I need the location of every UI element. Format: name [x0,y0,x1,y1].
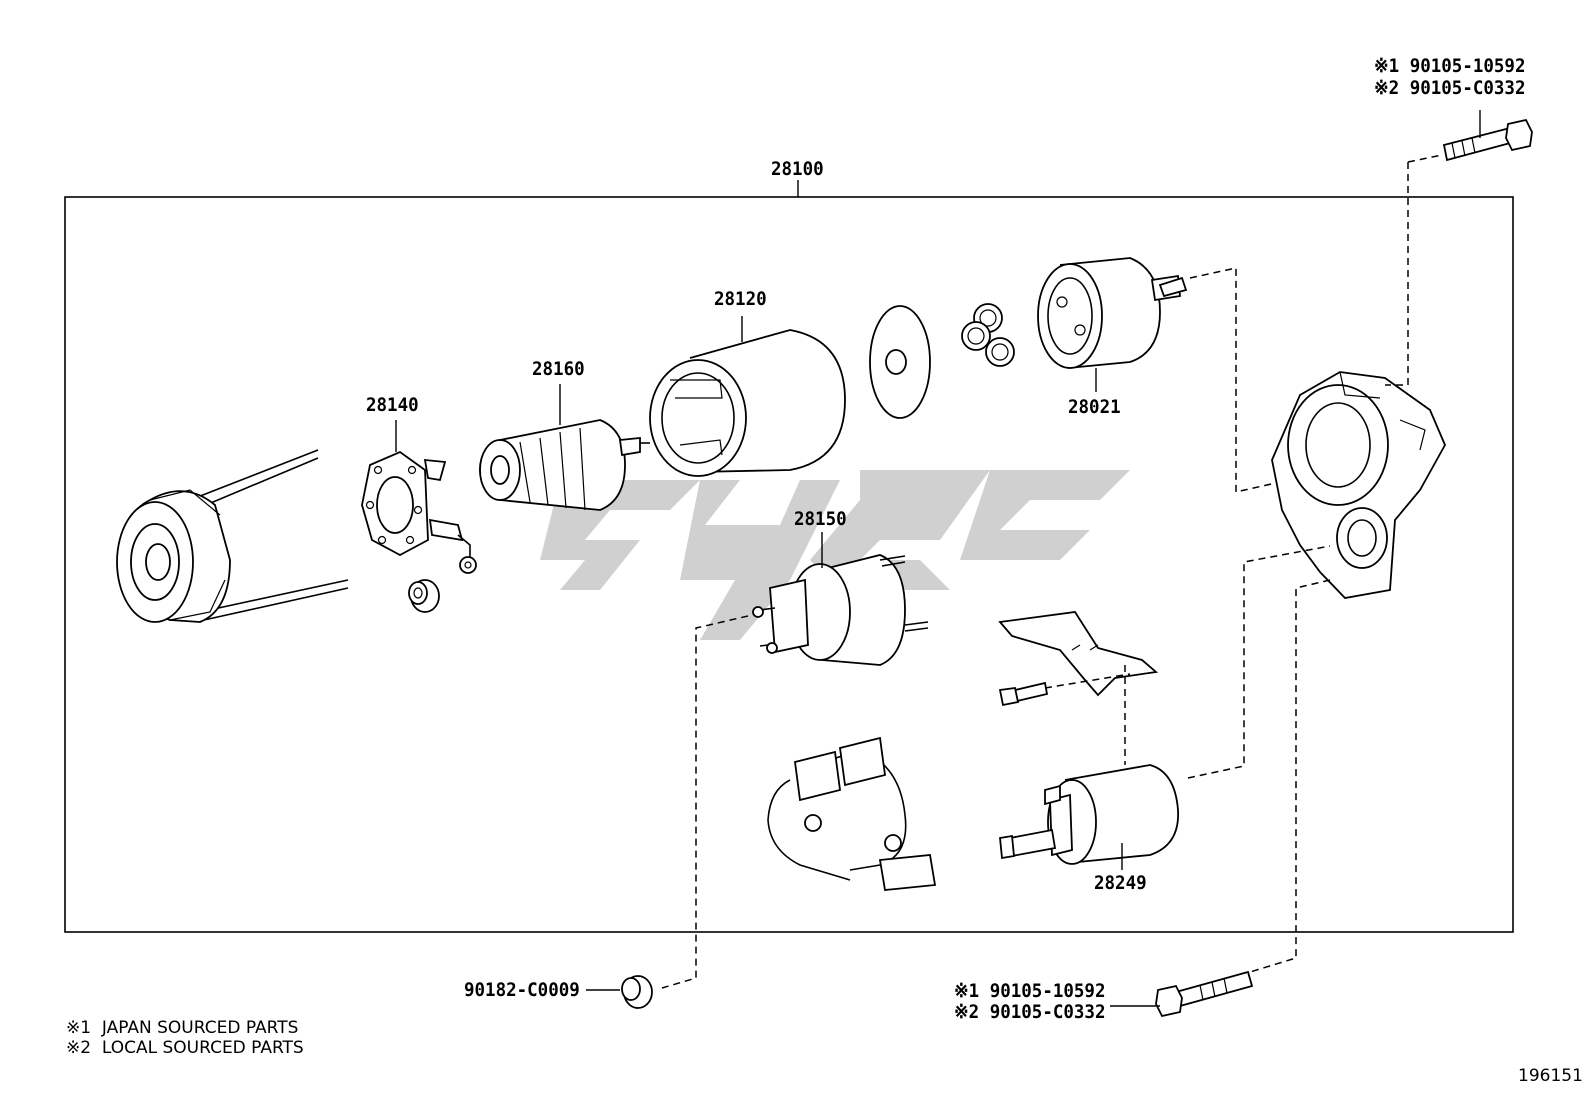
solenoid [752,554,929,666]
label-solenoid: 28150 [794,508,847,530]
assembly-frame [64,196,1514,933]
label-bolt-bottom-1: ※1 90105-10592 [954,980,1105,1002]
label-pinion-clutch: 28021 [1068,396,1121,418]
wiring-harness [767,736,937,891]
figure-number: 196151 [1518,1066,1583,1086]
bolt-mark: ※2 [1374,77,1400,99]
legend-item-local: ※2 LOCAL SOURCED PARTS [66,1038,304,1058]
label-nut: 90182-C0009 [464,979,580,1001]
label-bolt-top-1: ※1 90105-10592 [1374,55,1525,77]
label-armature: 28160 [532,358,585,380]
bottom-bolt [1155,970,1254,1018]
washer-plate [869,305,931,419]
bolt-number: 90105-10592 [989,980,1106,1002]
bushing [408,579,440,613]
label-assembly: 28100 [771,158,824,180]
bolt-mark: ※1 [1374,55,1400,77]
label-bolt-top-2: ※2 90105-C0332 [1374,77,1525,99]
legend-mark: ※1 [66,1018,92,1038]
label-magnet-switch: 28249 [1094,872,1147,894]
end-frame [116,449,349,623]
legend-mark: ※2 [66,1038,92,1058]
bolt-mark: ※2 [954,1001,980,1023]
legend-item-japan: ※1 JAPAN SOURCED PARTS [66,1018,298,1038]
planetary-gears [961,303,1015,367]
brush-holder-plate [361,450,477,574]
label-brush-holder: 28140 [366,394,419,416]
bolt-mark: ※1 [954,980,980,1002]
nut [621,975,653,1009]
screw [998,681,1049,707]
label-bolt-bottom-2: ※2 90105-C0332 [954,1001,1105,1023]
armature [479,419,650,511]
legend-text: LOCAL SOURCED PARTS [101,1038,304,1058]
yoke [649,329,846,477]
drive-housing [1271,371,1447,599]
pinion-clutch [1037,257,1188,369]
bracket [998,611,1159,697]
bolt-number: 90105-C0332 [989,1001,1106,1023]
bolt-number: 90105-10592 [1409,55,1526,77]
legend-text: JAPAN SOURCED PARTS [101,1018,299,1038]
magnet-switch [999,764,1179,865]
top-bolt [1442,118,1533,162]
bolt-number: 90105-C0332 [1409,77,1526,99]
label-yoke: 28120 [714,288,767,310]
